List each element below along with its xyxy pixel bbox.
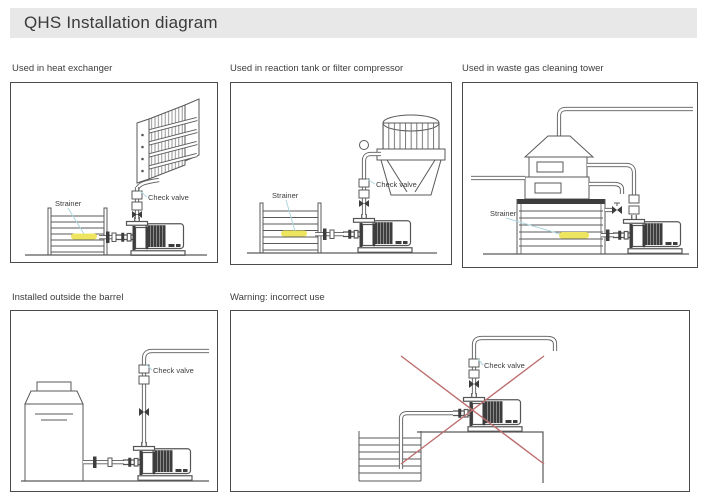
leader-line — [477, 358, 484, 366]
suction-pipe — [99, 231, 117, 243]
strainer — [559, 232, 589, 239]
check-valve-label: Check valve — [376, 180, 417, 189]
leader-line — [505, 217, 561, 235]
panel-warning: Check valve — [230, 310, 690, 492]
drain-valve — [605, 202, 622, 214]
caption-reaction-tank: Used in reaction tank or filter compress… — [230, 63, 404, 74]
check-valve — [131, 190, 143, 218]
leader-line — [139, 190, 148, 198]
page-title-banner: QHS Installation diagram — [10, 8, 697, 38]
check-valve — [358, 178, 370, 207]
check-valve-label: Check valve — [484, 361, 525, 370]
strainer — [281, 230, 307, 237]
pump — [612, 214, 683, 254]
strainer-label: Strainer — [272, 191, 299, 200]
filter-vessel — [376, 114, 446, 196]
strainer-label: Strainer — [490, 209, 517, 218]
check-valve — [138, 364, 150, 416]
pump — [115, 216, 186, 256]
leader-line — [285, 199, 296, 232]
discharge-pipe — [361, 151, 381, 215]
warning-cross — [400, 355, 545, 465]
caption-waste-gas-tower: Used in waste gas cleaning tower — [462, 63, 604, 74]
check-valve — [468, 358, 480, 388]
platform — [417, 431, 544, 483]
leader-line — [145, 363, 153, 371]
discharge-pipe — [471, 335, 558, 394]
caption-outside-barrel: Installed outside the barrel — [12, 292, 124, 303]
suction-pipe — [601, 229, 614, 241]
check-valve-label: Check valve — [148, 193, 189, 202]
tank — [358, 431, 422, 482]
page-title: QHS Installation diagram — [24, 13, 218, 32]
caption-heat-exchanger: Used in heat exchanger — [12, 63, 113, 74]
panel-waste-gas-tower: Strainer — [462, 82, 698, 268]
panel-outside-barrel: Check valve — [10, 310, 218, 492]
pressure-gauge — [359, 140, 369, 150]
tank — [516, 199, 606, 255]
suction-pipe — [398, 411, 453, 469]
strainer — [71, 233, 97, 240]
panel-reaction-tank: Strainer Check valve — [230, 82, 452, 265]
pump — [122, 441, 193, 481]
tank — [259, 202, 322, 254]
check-valve-label: Check valve — [153, 366, 194, 375]
leader-line — [67, 207, 85, 235]
tank — [47, 207, 108, 256]
barrel — [24, 381, 84, 482]
leader-line — [366, 178, 376, 185]
check-valve — [628, 194, 640, 215]
discharge-pipe — [471, 162, 637, 195]
pump — [342, 213, 413, 253]
heat-exchanger — [136, 98, 200, 184]
strainer-label: Strainer — [55, 199, 82, 208]
discharge-pipe — [141, 348, 209, 443]
panel-heat-exchanger: Strainer Check valve — [10, 82, 218, 263]
suction-pipe — [315, 228, 344, 240]
suction-pipe — [83, 456, 124, 468]
caption-warning: Warning: incorrect use — [230, 292, 325, 303]
cleaning-tower — [523, 106, 693, 200]
